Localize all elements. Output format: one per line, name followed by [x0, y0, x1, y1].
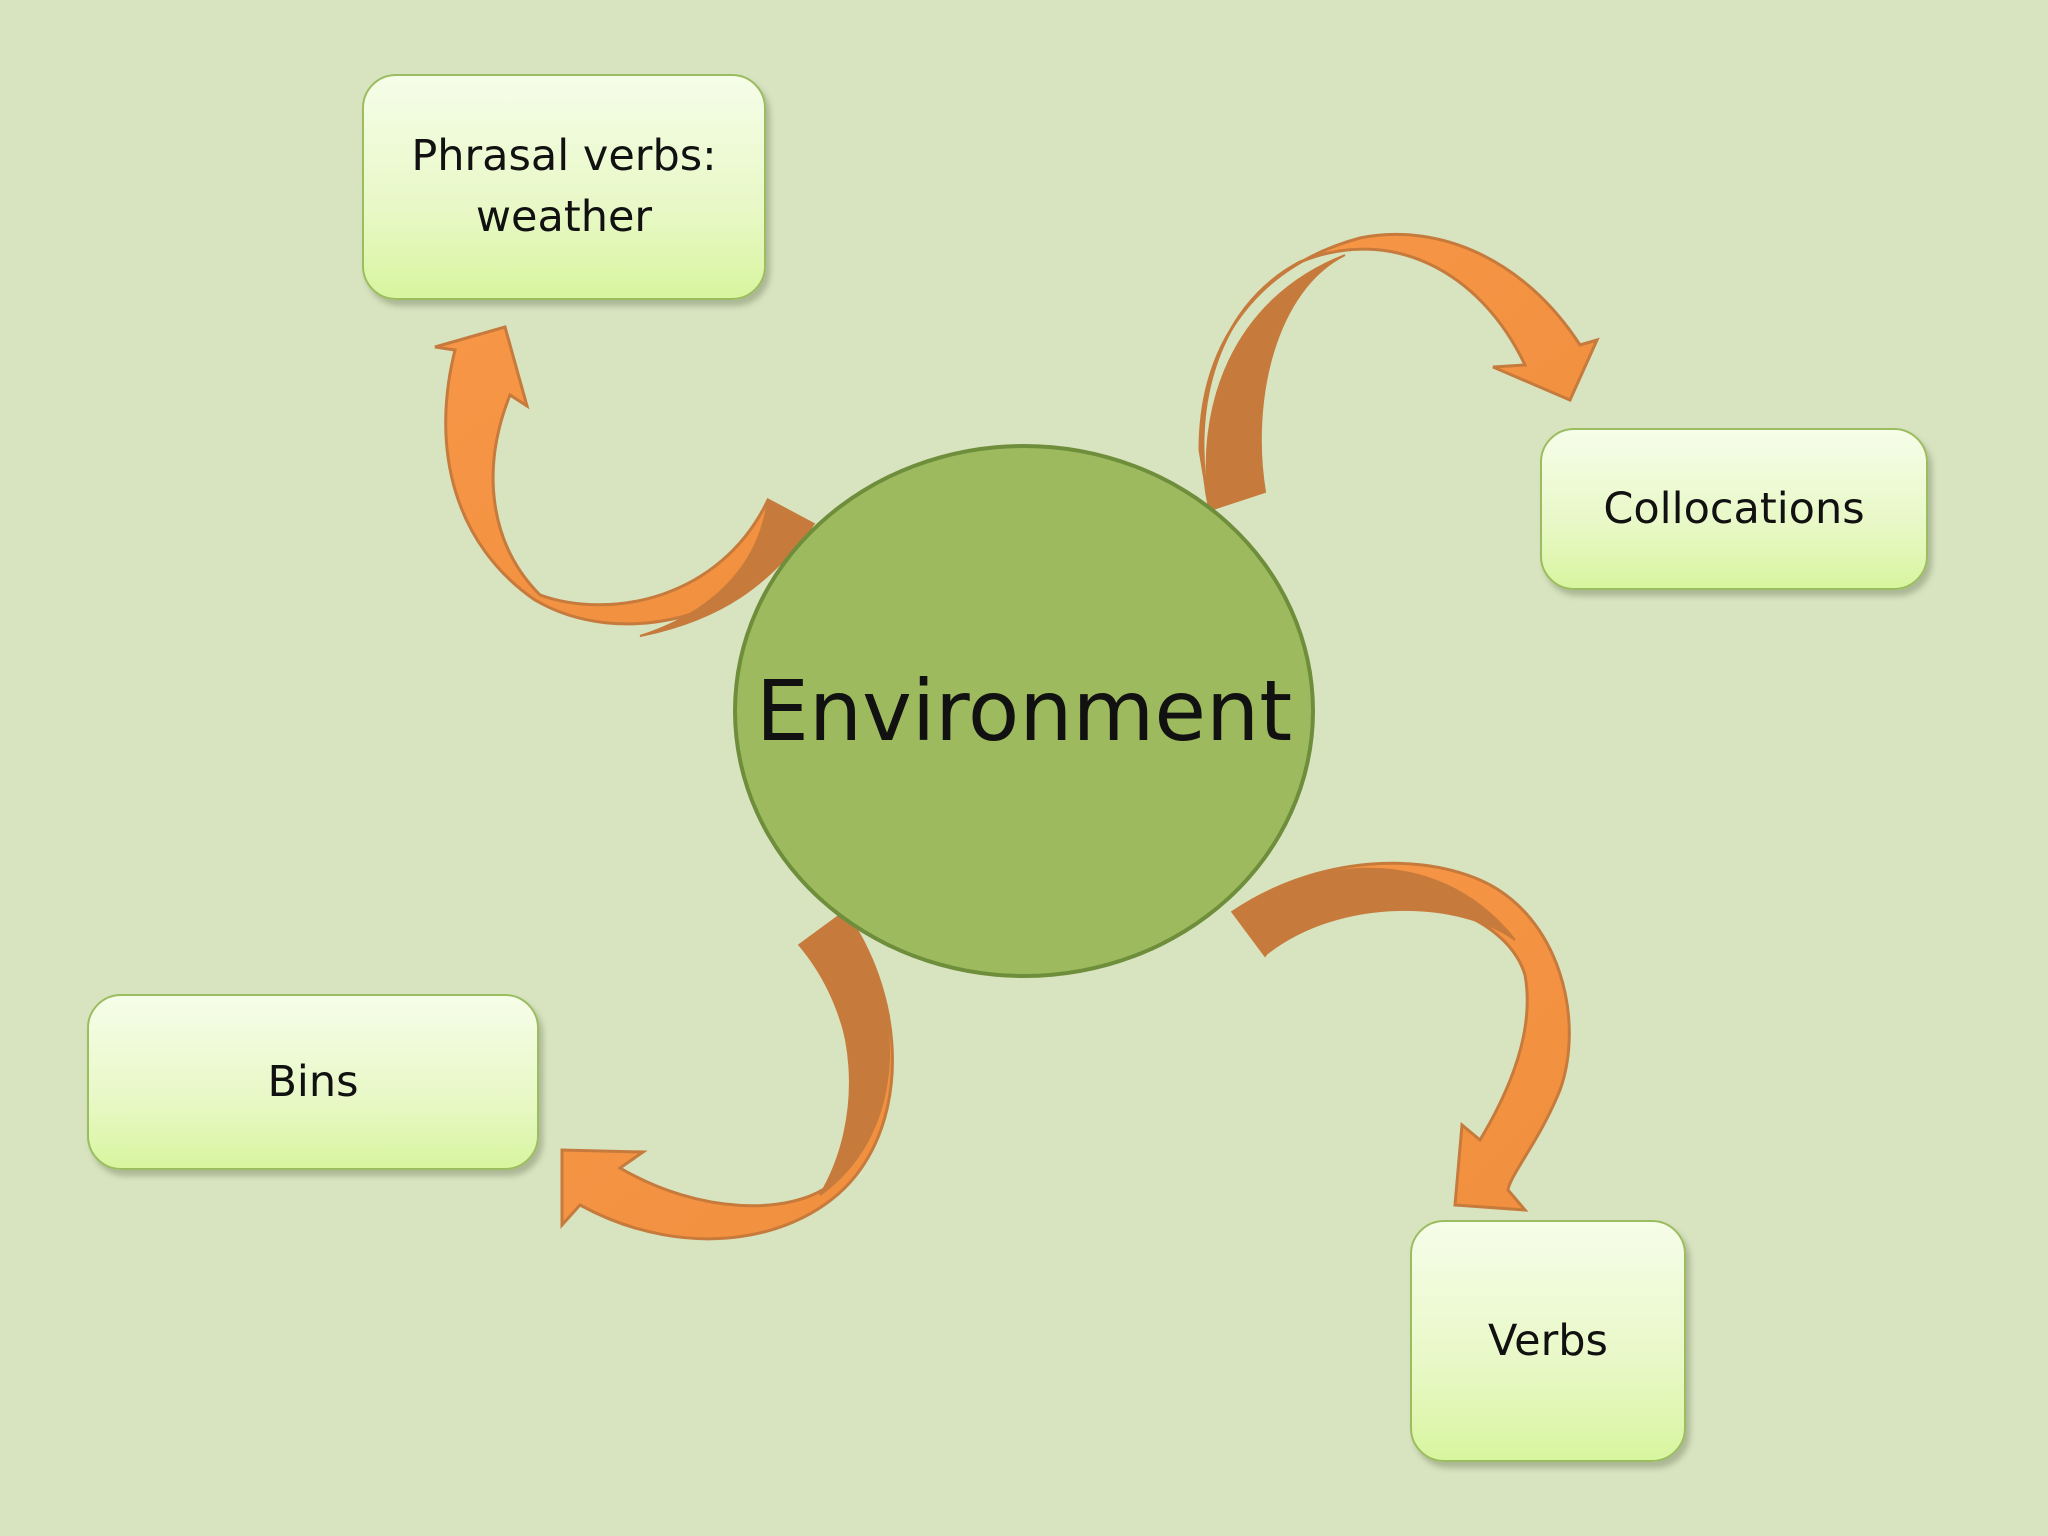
arrow-to-verbs: [1230, 861, 1571, 1212]
node-bins: Bins: [87, 994, 539, 1170]
arrow-to-phrasal-verbs: [434, 325, 816, 637]
node-verbs: Verbs: [1410, 1220, 1686, 1462]
node-collocations-label: Collocations: [1603, 483, 1865, 534]
node-collocations: Collocations: [1540, 428, 1928, 590]
center-node-label: Environment: [755, 662, 1293, 760]
node-phrasal-verbs: Phrasal verbs: weather: [362, 74, 766, 300]
arrow-to-bins: [560, 909, 894, 1241]
node-phrasal-verbs-label: Phrasal verbs: weather: [411, 131, 717, 242]
center-node: Environment: [733, 444, 1315, 978]
node-bins-label: Bins: [267, 1056, 359, 1107]
node-verbs-label: Verbs: [1488, 1315, 1608, 1366]
arrow-to-collocations: [1198, 233, 1600, 512]
